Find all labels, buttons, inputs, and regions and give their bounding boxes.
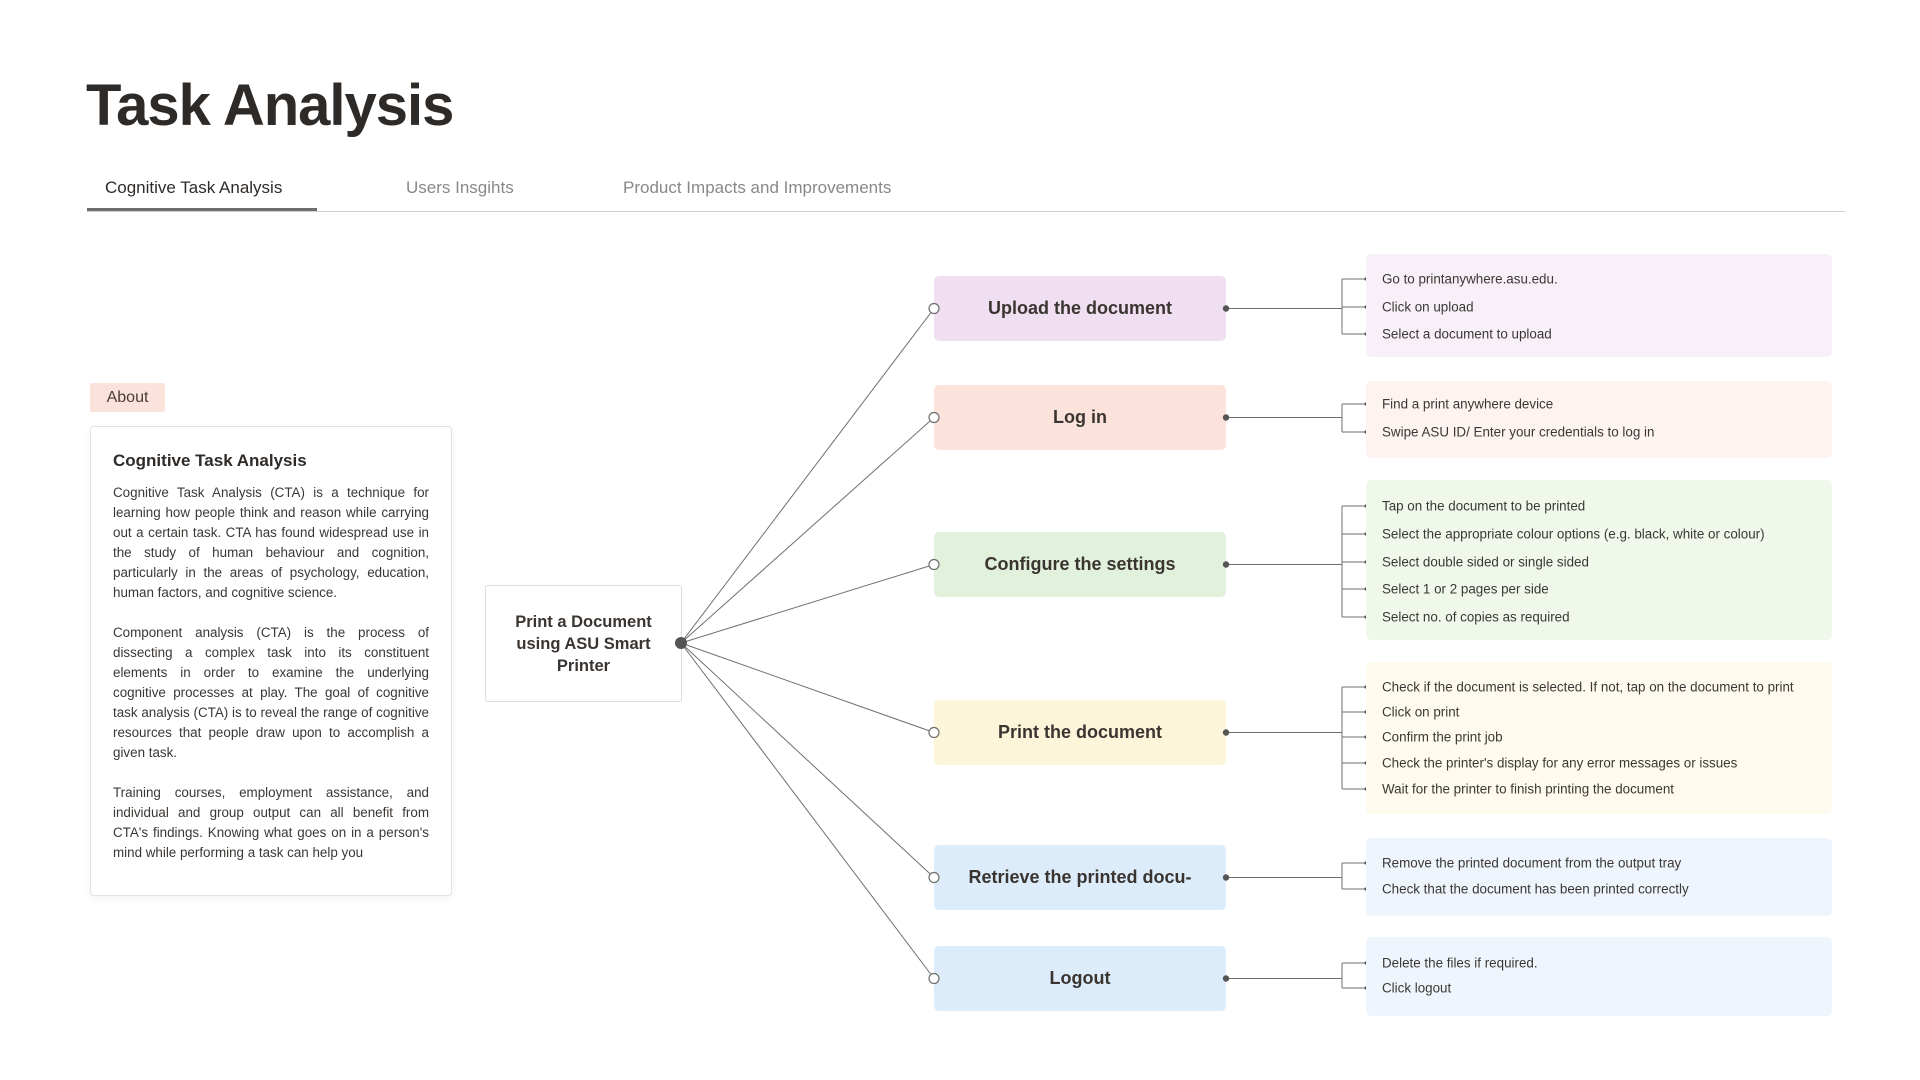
detail-item: Delete the files if required.: [1382, 955, 1538, 971]
detail-item: Go to printanywhere.asu.edu.: [1382, 271, 1558, 287]
step-detail-box: [1366, 480, 1832, 640]
step-detail-box: [1366, 838, 1832, 916]
about-paragraph: Component analysis (CTA) is the process …: [113, 625, 429, 760]
task-step[interactable]: Configure the settings: [934, 532, 1226, 597]
detail-item: Select double sided or single sided: [1382, 554, 1589, 570]
detail-item: Select the appropriate colour options (e…: [1382, 526, 1765, 542]
root-connector: [680, 642, 935, 878]
task-step[interactable]: Log in: [934, 385, 1226, 450]
task-step[interactable]: Logout: [934, 946, 1226, 1011]
step-detail-box: [1366, 254, 1832, 357]
about-paragraph: Training courses, employment assistance,…: [113, 785, 429, 860]
root-connector: [680, 308, 935, 644]
detail-item: Click logout: [1382, 980, 1452, 996]
tab-cognitive-task-analysis[interactable]: Cognitive Task Analysis: [105, 178, 283, 197]
about-card: Cognitive Task Analysis Cognitive Task A…: [90, 426, 452, 896]
detail-item: Swipe ASU ID/ Enter your credentials to …: [1382, 424, 1655, 440]
root-connector: [680, 642, 935, 979]
active-tab-indicator: [87, 208, 317, 211]
root-connector: [680, 417, 935, 644]
about-heading: Cognitive Task Analysis: [113, 451, 307, 470]
tab-bar: Cognitive Task Analysis Users Insgihts P…: [87, 170, 1845, 212]
root-connector: [680, 564, 935, 644]
detail-item: Click on upload: [1382, 299, 1474, 315]
step-detail-box: [1366, 662, 1832, 814]
detail-item: Check if the document is selected. If no…: [1382, 679, 1794, 695]
detail-item: Remove the printed document from the out…: [1382, 855, 1682, 871]
step-detail-box: [1366, 937, 1832, 1016]
detail-item: Select no. of copies as required: [1382, 609, 1570, 625]
detail-item: Check that the document has been printed…: [1382, 881, 1689, 897]
step-detail-box: [1366, 381, 1832, 458]
page-title: Task Analysis: [86, 73, 454, 138]
task-step[interactable]: Print the document: [934, 700, 1226, 765]
detail-item: Check the printer's display for any erro…: [1382, 755, 1738, 771]
detail-item: Find a print anywhere device: [1382, 396, 1554, 412]
detail-item: Select a document to upload: [1382, 326, 1552, 342]
detail-item: Wait for the printer to finish printing …: [1382, 781, 1675, 797]
detail-item: Select 1 or 2 pages per side: [1382, 581, 1549, 597]
about-paragraph: Cognitive Task Analysis (CTA) is a techn…: [113, 485, 429, 600]
root-task-node: Print a Document using ASU Smart Printer: [485, 585, 682, 702]
root-connector: [680, 642, 935, 733]
about-badge: About: [90, 383, 165, 412]
task-step[interactable]: Retrieve the printed docu-: [934, 845, 1226, 910]
tab-product-impacts[interactable]: Product Impacts and Improvements: [623, 178, 892, 197]
detail-item: Confirm the print job: [1382, 729, 1503, 745]
task-step[interactable]: Upload the document: [934, 276, 1226, 341]
detail-item: Click on print: [1382, 704, 1460, 720]
tab-users-insights[interactable]: Users Insgihts: [406, 178, 514, 197]
detail-item: Tap on the document to be printed: [1382, 498, 1586, 514]
